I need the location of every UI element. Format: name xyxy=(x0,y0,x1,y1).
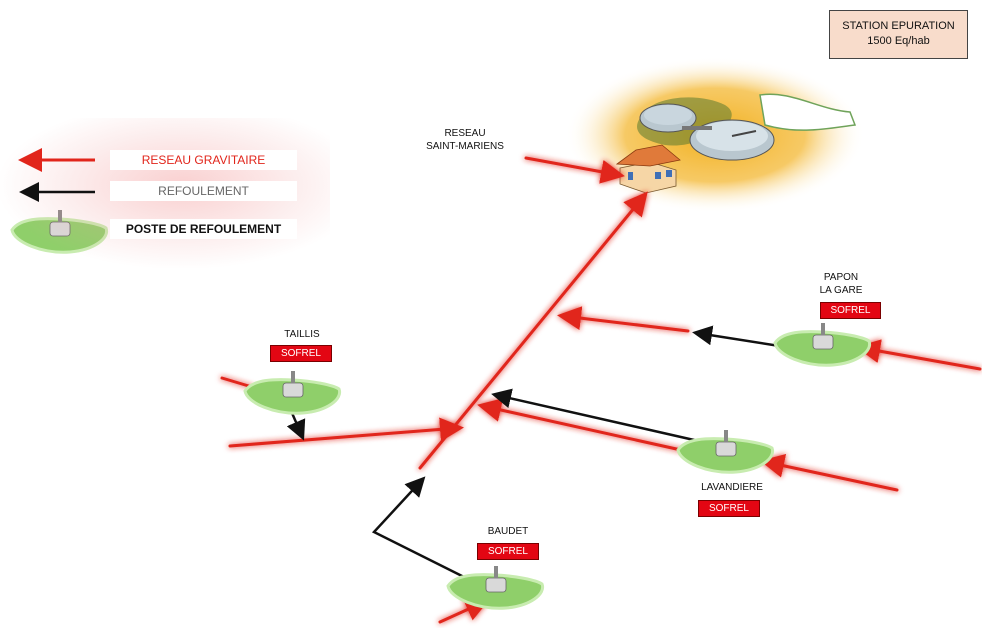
site-name-papon-line1: PAPON xyxy=(823,272,859,283)
legend-gravity-label: RESEAU GRAVITAIRE xyxy=(110,150,297,170)
station-capacity: 1500 Eq/hab xyxy=(867,35,930,47)
reseau-saint-mariens-label: RESEAU SAINT-MARIENS xyxy=(410,127,520,153)
gravity-line-east-papon xyxy=(856,339,982,371)
sofrel-badge-baudet: SOFREL xyxy=(477,543,539,560)
pressure-line-baudet xyxy=(371,476,472,582)
station-info-box: STATION EPURATION 1500 Eq/hab xyxy=(829,10,968,59)
pressure-network xyxy=(286,325,788,582)
sofrel-badge-lavandiere: SOFREL xyxy=(698,500,760,517)
legend-pressure-label: REFOULEMENT xyxy=(110,181,297,201)
reseau-line1: RESEAU xyxy=(444,128,486,139)
legend-arrows xyxy=(18,148,95,202)
gravity-line-papon xyxy=(557,306,690,333)
legend-pump-station-label: POSTE DE REFOULEMENT xyxy=(110,219,297,239)
gravity-line-taillis-in xyxy=(220,376,254,389)
sofrel-badge-papon: SOFREL xyxy=(820,302,881,319)
site-name-taillis: TAILLIS xyxy=(284,329,320,340)
pump-station-baudet xyxy=(446,566,545,610)
pressure-line-lavandiere xyxy=(491,388,718,447)
gravity-network xyxy=(220,156,982,624)
treatment-plant-illustration xyxy=(565,57,865,213)
reseau-line2: SAINT-MARIENS xyxy=(426,141,504,152)
sofrel-badge-taillis: SOFREL xyxy=(270,345,332,362)
gravity-line-taillis-main xyxy=(228,417,464,448)
pump-station-legend xyxy=(10,210,109,254)
gravity-line-lavandiere-out xyxy=(477,398,692,454)
pump-station-lavandiere xyxy=(676,430,775,474)
gravity-line-lavandiere-in xyxy=(760,454,899,492)
pressure-line-papon xyxy=(692,325,788,349)
site-name-papon-line2: LA GARE xyxy=(819,285,863,296)
site-name-papon: PAPON LA GARE xyxy=(806,271,876,297)
gravity-line-saint-mariens xyxy=(524,156,625,184)
pump-station-taillis xyxy=(243,371,342,415)
site-name-lavandiere: LAVANDIERE xyxy=(701,482,763,493)
station-title: STATION EPURATION xyxy=(842,20,955,32)
pump-station-papon xyxy=(773,323,872,367)
site-name-baudet: BAUDET xyxy=(487,526,529,537)
pressure-line-taillis xyxy=(286,411,306,441)
